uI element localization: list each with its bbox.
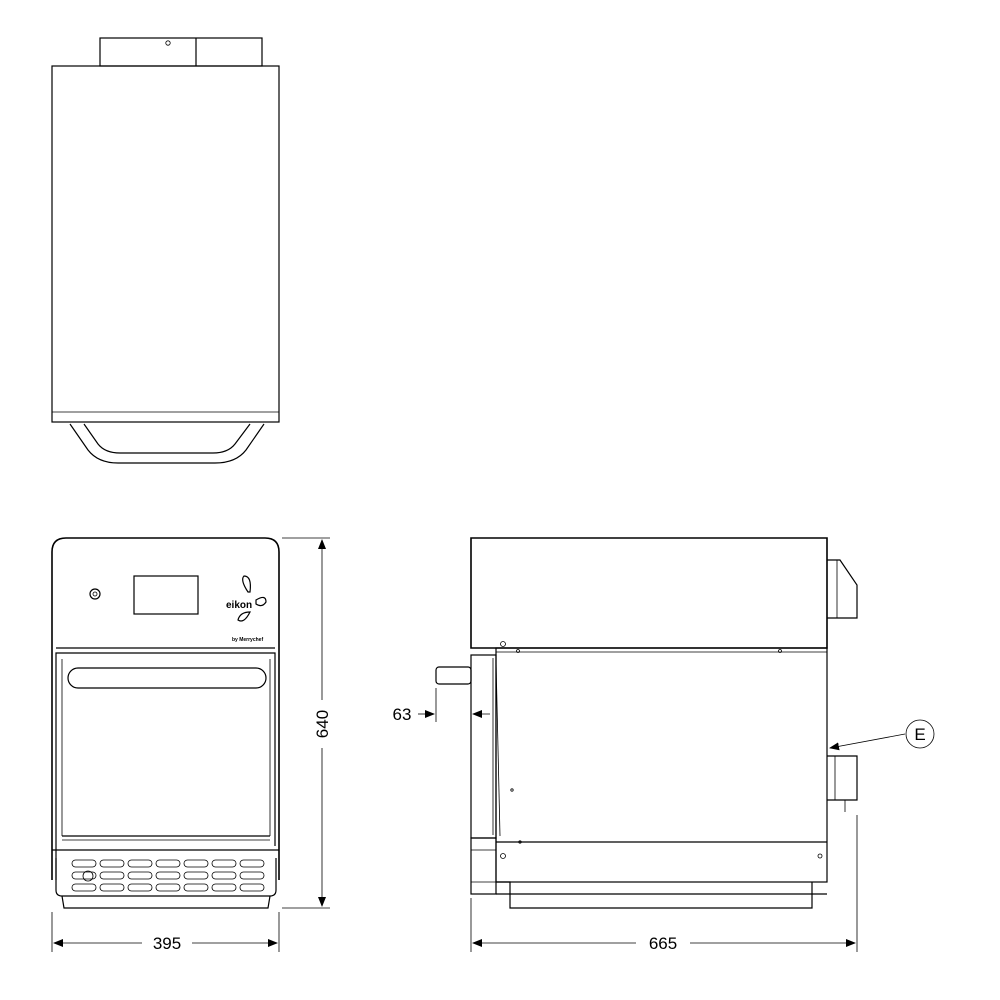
top-view-rear-vent: [99, 37, 263, 67]
door-handle: [67, 667, 267, 689]
callout-e-label: E: [914, 725, 925, 744]
power-button-icon: [89, 588, 101, 600]
side-view-lower-front: [470, 837, 497, 895]
brand-logo: eikon by Merrychef: [226, 575, 267, 643]
side-view: [435, 537, 858, 909]
display-screen: [133, 575, 199, 615]
front-view-body: [51, 537, 280, 880]
top-view-handle: [69, 423, 265, 464]
callout-e: E: [829, 719, 935, 751]
top-view: [51, 37, 280, 464]
side-view-handle: [435, 666, 472, 685]
front-view: eikon by Merrychef: [51, 537, 280, 909]
dim-width-label: 395: [153, 934, 181, 953]
side-view-body: [495, 647, 828, 883]
front-vent-grille: [71, 859, 265, 892]
side-view-base: [496, 881, 813, 909]
dim-height-label: 640: [313, 710, 332, 738]
logo-text: eikon: [226, 600, 252, 611]
side-view-top-cover: [470, 537, 828, 649]
logo-tagline: by Merrychef: [232, 637, 263, 643]
dim-handle-projection: 63: [393, 688, 490, 724]
side-view-door: [470, 654, 497, 839]
dim-depth-label: 665: [649, 934, 677, 953]
top-view-body: [51, 65, 280, 423]
front-view-base: [61, 895, 271, 909]
rear-connector: [827, 755, 858, 801]
front-door: [55, 652, 276, 846]
dim-depth: 665: [470, 815, 858, 953]
dim-handle-projection-label: 63: [393, 705, 412, 724]
dim-width: 395: [51, 912, 280, 953]
side-view-exhaust: [827, 559, 858, 619]
dim-height: 640: [282, 537, 332, 909]
